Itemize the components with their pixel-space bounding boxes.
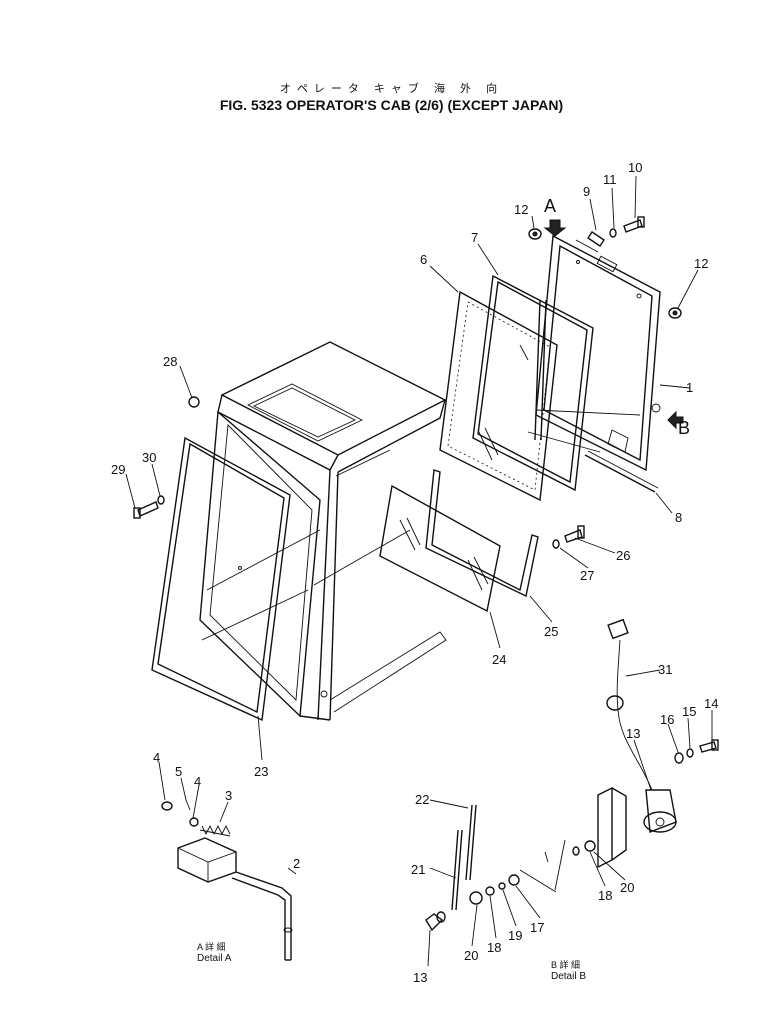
- callout-28: 28: [163, 354, 177, 369]
- callout-7: 7: [471, 230, 478, 245]
- callout-23: 23: [254, 764, 268, 779]
- callout-5: 5: [175, 764, 182, 779]
- callout-2: 2: [293, 856, 300, 871]
- callout-21: 21: [411, 862, 425, 877]
- lower-glass-24: [379, 484, 501, 613]
- callout-16: 16: [660, 712, 674, 727]
- callout-30: 30: [142, 450, 156, 465]
- figure-title: FIG. 5323 OPERATOR'S CAB (2/6) (EXCEPT J…: [219, 97, 564, 113]
- callout-6: 6: [420, 252, 427, 267]
- figure-title-japanese: オペレータ キャブ 海 外 向: [279, 83, 504, 95]
- callout-13b: 13: [413, 970, 427, 985]
- leader-lines: [125, 175, 713, 967]
- callout-15: 15: [682, 704, 696, 719]
- detail-b-caption: Detail B: [551, 971, 586, 982]
- callout-11: 11: [603, 172, 617, 187]
- rod-8: [584, 454, 656, 493]
- callout-1: 1: [686, 380, 693, 395]
- detail-a-caption-jp: A 詳 細: [197, 941, 226, 952]
- callout-19: 19: [508, 928, 522, 943]
- view-marker-a: A: [544, 196, 556, 216]
- callout-13a: 13: [626, 726, 640, 741]
- window-frame-1: [527, 234, 661, 472]
- callout-18b: 18: [487, 940, 501, 955]
- cab-body: [199, 341, 447, 721]
- bolt-26-washer-27: [552, 525, 585, 549]
- callout-25: 25: [544, 624, 558, 639]
- view-marker-b: B: [678, 418, 690, 438]
- callout-17: 17: [530, 920, 544, 935]
- seal-frame-23: [151, 436, 291, 722]
- callout-8: 8: [675, 510, 682, 525]
- callout-3: 3: [225, 788, 232, 803]
- callout-22: 22: [415, 792, 429, 807]
- seal-frame-7: [472, 274, 594, 492]
- hardware-top: [528, 216, 684, 430]
- hardware-left: [133, 396, 200, 519]
- channel-25: [425, 469, 539, 598]
- callout-12b: 12: [694, 256, 708, 271]
- callout-labels: 1 2 3 4 4 5 6 7 8 9 10 11 12 12 13 13 14…: [111, 160, 718, 985]
- callout-20a: 20: [620, 880, 634, 895]
- detail-a-caption: Detail A: [197, 953, 232, 964]
- callout-9: 9: [583, 184, 590, 199]
- callout-14: 14: [704, 696, 718, 711]
- callout-4b: 4: [194, 774, 201, 789]
- detail-b-caption-jp: B 詳 細: [551, 959, 580, 970]
- callout-29: 29: [111, 462, 125, 477]
- callout-18a: 18: [598, 888, 612, 903]
- callout-12a: 12: [514, 202, 528, 217]
- callout-26: 26: [616, 548, 630, 563]
- callout-10: 10: [628, 160, 642, 175]
- detail-b-drawing: [425, 618, 719, 932]
- callout-24: 24: [492, 652, 506, 667]
- callout-27: 27: [580, 568, 594, 583]
- callout-20b: 20: [464, 948, 478, 963]
- detail-a-drawing: [161, 799, 293, 961]
- callout-31: 31: [658, 662, 672, 677]
- callout-4a: 4: [153, 750, 160, 765]
